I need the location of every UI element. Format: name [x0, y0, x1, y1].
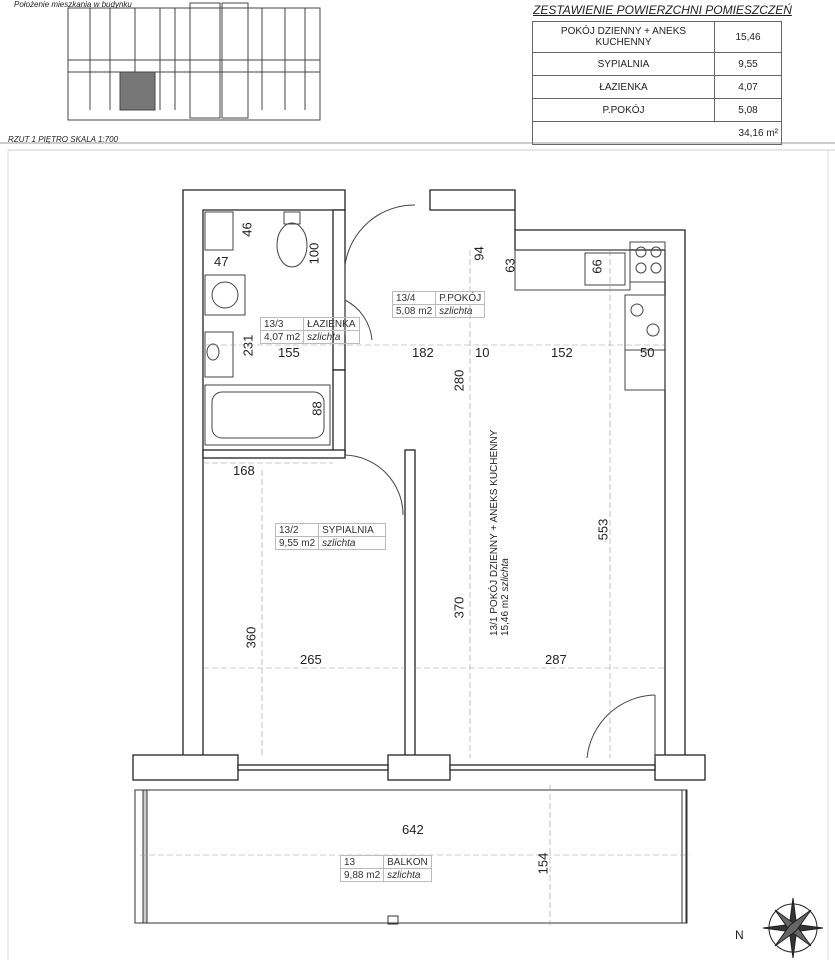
compass-north-label: N — [735, 928, 744, 942]
dimension-lines — [140, 250, 690, 925]
walls — [132, 189, 706, 781]
dim-50: 50 — [640, 345, 655, 360]
room-tag-living: 13/1 POKÓJ DZIENNY + ANEKS KUCHENNY 15,4… — [489, 429, 511, 636]
dim-287: 287 — [545, 652, 567, 667]
floor-label: RZUT 1 PIĘTRO SKALA 1:700 — [8, 135, 118, 144]
dim-46: 46 — [239, 222, 255, 237]
dim-152: 152 — [551, 345, 573, 360]
dim-553: 553 — [595, 518, 611, 541]
dim-360: 360 — [243, 626, 259, 649]
location-label: Położenie mieszkania w budynku — [14, 0, 132, 9]
dim-47: 47 — [214, 254, 229, 269]
dim-63: 63 — [502, 258, 518, 273]
balcony-outline — [134, 789, 688, 925]
total-area: 34,16 m² — [714, 121, 782, 145]
dim-642: 642 — [402, 822, 424, 837]
dim-231: 231 — [240, 334, 256, 357]
dim-168: 168 — [233, 463, 255, 478]
dim-182: 182 — [412, 345, 434, 360]
dim-100: 100 — [306, 242, 322, 265]
dim-154: 154 — [535, 852, 551, 875]
fixtures — [204, 204, 666, 759]
dim-10: 10 — [475, 345, 490, 360]
table-row: 34,16 m² — [532, 121, 782, 145]
dim-370: 370 — [451, 596, 467, 619]
compass-rose-icon — [762, 897, 824, 959]
dim-94: 94 — [471, 246, 487, 261]
dim-265: 265 — [300, 652, 322, 667]
summary-title: ZESTAWIENIE POWIERZCHNI POMIESZCZEŃ — [533, 3, 792, 17]
dim-280: 280 — [451, 369, 467, 392]
building-minimap — [67, 2, 321, 121]
dim-88: 88 — [309, 401, 325, 416]
dim-155: 155 — [278, 345, 300, 360]
dim-66: 66 — [589, 259, 605, 274]
